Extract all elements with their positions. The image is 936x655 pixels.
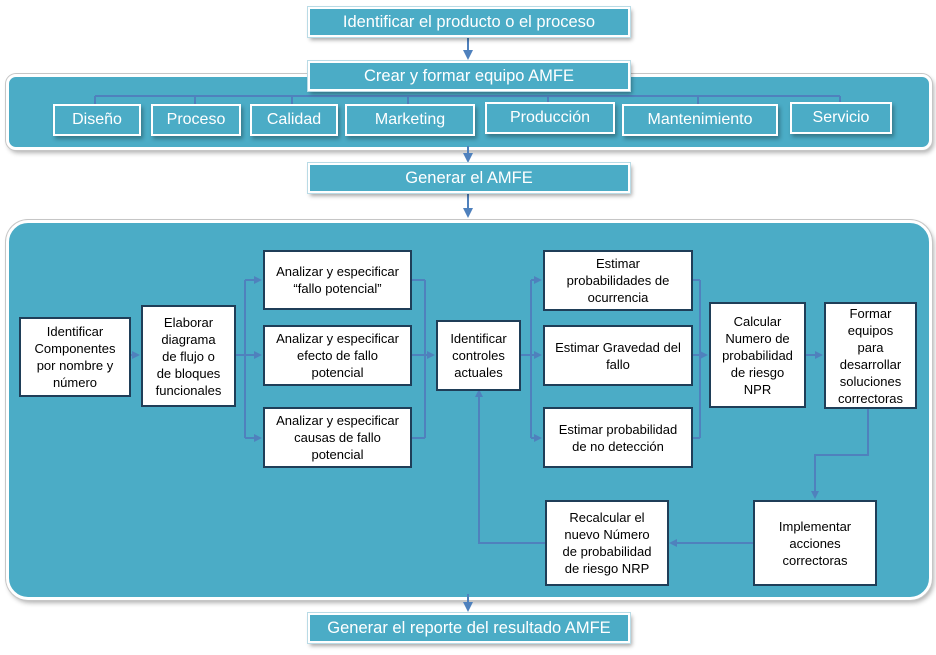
identify-components-label: Identificar Componentes por nombre y núm… [34,324,116,390]
box-occurrence: Estimar probabilidades de ocurrencia [543,250,693,311]
failure-mode-label: Analizar y especificar “fallo potencial” [276,264,399,296]
box-calculate-npr: Calcular Numero de probabilidad de riesg… [709,302,806,408]
box-identify-components: Identificar Componentes por nombre y núm… [19,317,131,397]
detection-label: Estimar probabilidad de no detección [558,421,678,454]
box-recalculate-npr: Recalcular el nuevo Número de probabilid… [545,500,669,586]
occurrence-label: Estimar probabilidades de ocurrencia [566,256,670,305]
step-create-team: Crear y formar equipo AMFE [308,61,630,91]
box-form-teams: Formar equipos para desarrollar solucion… [824,302,917,409]
implement-actions-label: Implementar acciones correctoras [778,518,852,568]
box-failure-effect: Analizar y especificar efecto de fallo p… [263,325,412,386]
step-generate-amfe: Generar el AMFE [308,163,630,193]
severity-label: Estimar Gravedad del fallo [555,339,681,372]
role-proceso: Proceso [151,104,241,136]
failure-causes-label: Analizar y especificar causas de fallo p… [276,413,399,462]
box-detection: Estimar probabilidad de no detección [543,407,693,468]
step-identify-product: Identificar el producto o el proceso [308,7,630,37]
flow-diagram-label: Elaborar diagrama de flujo o de bloques … [155,314,222,398]
role-produccion: Producción [485,102,615,134]
calculate-npr-label: Calcular Numero de probabilidad de riesg… [722,313,793,397]
step-generate-report: Generar el reporte del resultado AMFE [308,613,630,643]
failure-effect-label: Analizar y especificar efecto de fallo p… [276,331,399,380]
box-severity: Estimar Gravedad del fallo [543,325,693,386]
role-calidad: Calidad [250,104,338,136]
current-controls-label: Identificar controles actuales [450,331,507,380]
role-marketing: Marketing [345,104,475,136]
role-servicio: Servicio [790,102,892,134]
box-failure-causes: Analizar y especificar causas de fallo p… [263,407,412,468]
role-diseno: Diseño [53,104,141,136]
box-flow-diagram: Elaborar diagrama de flujo o de bloques … [141,305,236,407]
role-mantenimiento: Mantenimiento [622,104,778,136]
box-current-controls: Identificar controles actuales [436,320,521,391]
box-implement-actions: Implementar acciones correctoras [753,500,877,586]
form-teams-label: Formar equipos para desarrollar solucion… [837,305,904,406]
recalculate-npr-label: Recalcular el nuevo Número de probabilid… [562,510,652,576]
box-failure-mode: Analizar y especificar “fallo potencial” [263,250,412,310]
